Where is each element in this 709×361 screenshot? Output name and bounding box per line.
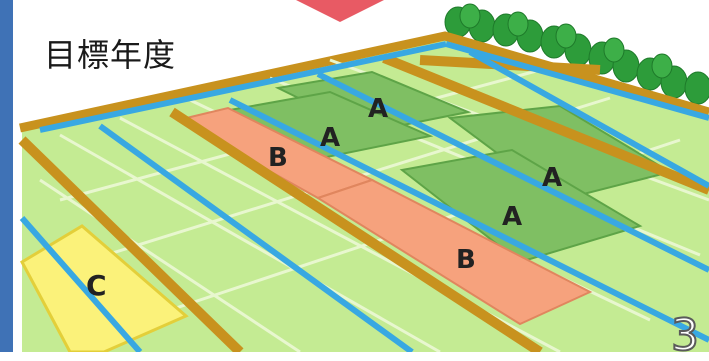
- plot-labels: A A A A B B C: [86, 94, 562, 302]
- down-arrow: [296, 0, 384, 22]
- left-accent-bar: [0, 0, 13, 352]
- plot-label-b1: B: [268, 143, 288, 173]
- farmland-illustration: A A A A B B C: [18, 0, 709, 352]
- c-plot: [20, 224, 189, 352]
- far-road: [19, 31, 709, 133]
- plot-label-b2: B: [456, 245, 476, 275]
- b-plot-lower: [315, 178, 593, 326]
- plot-label-c1: C: [86, 269, 107, 302]
- page-heading: 目標年度: [44, 36, 177, 74]
- farm-roads: [18, 53, 709, 352]
- irrigation-channels: [19, 41, 709, 352]
- plot-label-a2: A: [320, 123, 340, 153]
- tree-line: [444, 3, 709, 105]
- plot-label-a1: A: [368, 94, 388, 124]
- page-number: 3: [670, 310, 700, 361]
- plot-label-a3: A: [542, 163, 562, 193]
- plot-label-a4: A: [502, 202, 522, 232]
